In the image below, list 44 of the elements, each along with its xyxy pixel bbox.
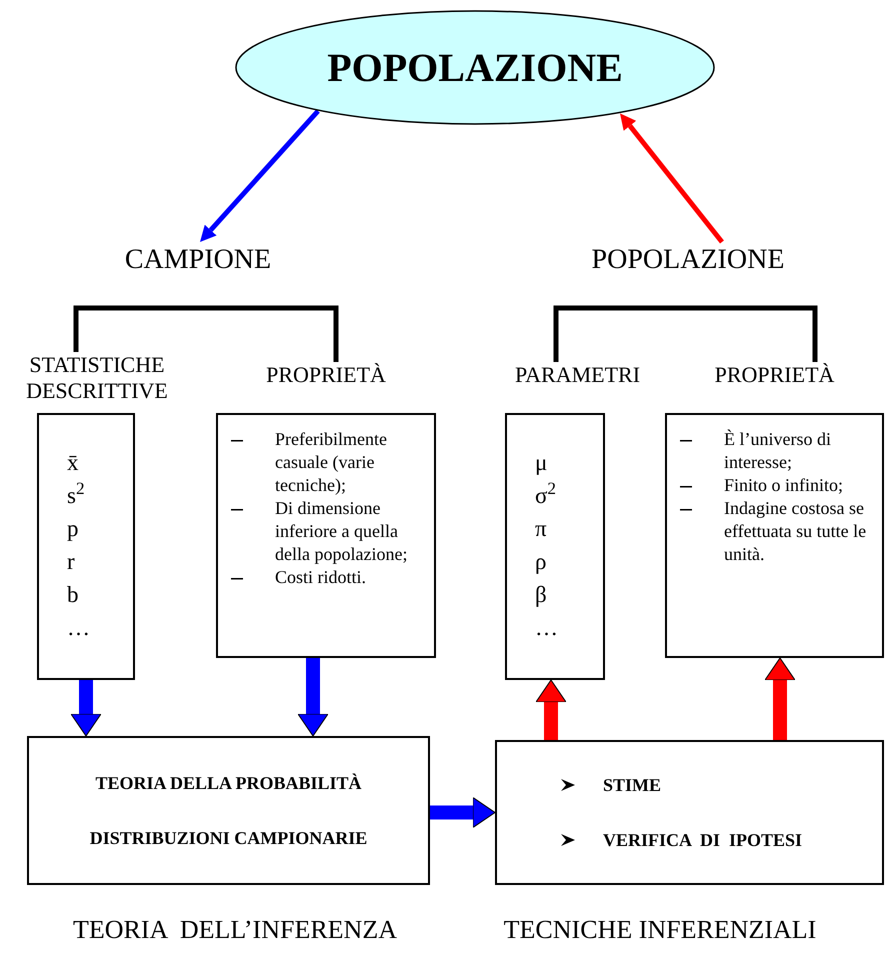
bullet-text: STIME [603,774,662,796]
symbol: s$^{2}$ [67,480,85,510]
box-text: DISTRIBUZIONI CAMPIONARIE [90,826,368,850]
node-title: POPOLAZIONE [327,44,623,92]
process-box [27,736,430,885]
list-item: Preferibilmente casuale (varie tecniche); [275,428,388,497]
node-label: TEORIA DELL’INFERENZA [72,914,397,946]
symbol: … [535,614,558,642]
bracket-line [688,306,818,362]
symbol: ρ [535,548,546,576]
box-text: TEORIA DELLA PROBABILITÀ [95,772,362,794]
list-item: Di dimensione inferiore a quella della popolazione; [275,497,408,566]
block-arrow [430,797,496,828]
symbol: π [535,515,547,543]
column-heading: PROPRIETÀ [714,362,834,389]
column-heading: PARAMETRI [514,362,640,389]
symbol: … [67,614,90,642]
bracket-line [554,306,688,362]
block-arrow [536,680,566,740]
column-heading: PROPRIETÀ [266,362,386,389]
bracket-line [74,306,198,352]
block-arrow [70,680,102,736]
group-label: POPOLAZIONE [592,243,784,277]
symbol: μ [535,449,548,477]
group-label: CAMPIONE [124,243,272,277]
column-heading: STATISTICHE DESCRITTIVE [25,352,169,405]
block-arrow [298,658,328,736]
arrow [620,113,724,244]
symbol: r [67,548,75,576]
list-item: Finito o infinito; [724,474,844,497]
symbol: σ$^{2}$ [535,480,556,510]
symbol: p [67,515,78,543]
list-item: Costi ridotti. [275,566,366,589]
process-box [495,740,884,885]
symbol: b [67,581,78,609]
symbol: x̄ [67,449,78,477]
bullet-text: VERIFICA DI IPOTESI [603,828,802,852]
symbol: β [535,581,547,609]
node-label: TECNICHE INFERENZIALI [504,914,816,946]
bracket-line [198,306,338,362]
block-arrow [764,658,796,740]
arrow [200,109,320,242]
list-item: È l’universo di interesse; [724,428,832,474]
list-item: Indagine costosa se effettuata su tutte le unità. [724,497,868,566]
